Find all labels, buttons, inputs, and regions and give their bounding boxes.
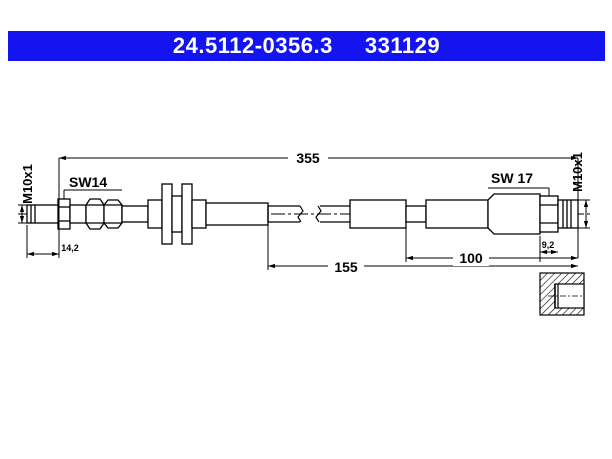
right-wrench-label: SW 17 [491,170,533,186]
dim-100-bg [453,250,489,266]
bracket [147,183,207,245]
total-length-bg [288,148,328,166]
right-fitting [349,193,579,235]
port-section-detail [539,272,585,316]
ref-number: 331129 [364,33,441,58]
dim-155-bg [328,258,364,274]
dim-155-label: 155 [334,259,358,275]
hose-middle [205,202,350,226]
right-fitting-length-label: 9,2 [542,240,555,250]
part-number: 24.5112-0356.3 [172,33,333,58]
total-length-label: 355 [296,150,320,166]
left-thread-label: M10x1 [20,164,35,204]
break-symbol [297,205,322,223]
dimension-lines [18,155,590,270]
hose-left [121,205,149,223]
left-fitting [26,198,123,230]
dim-100-label: 100 [459,250,483,266]
left-wrench-label: SW14 [69,174,107,190]
right-thread-label: M10x1 [570,152,585,192]
header-banner: 24.5112-0356.3 331129 [8,31,605,61]
left-fitting-length-label: 14,2 [61,243,79,253]
